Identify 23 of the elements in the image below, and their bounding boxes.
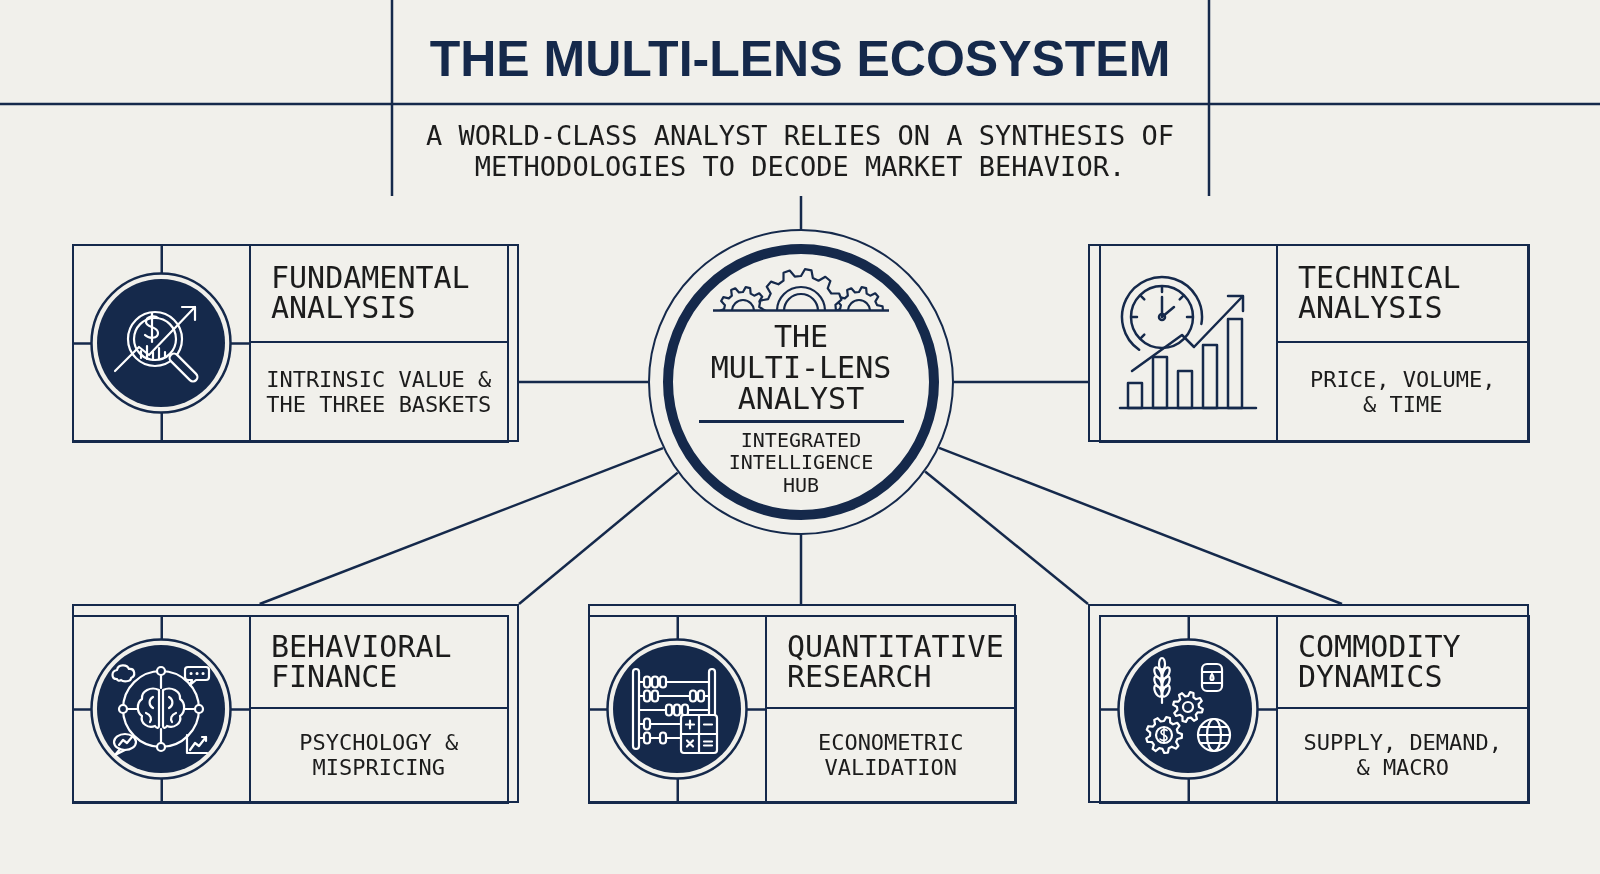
card-title: COMMODITY DYNAMICS <box>1298 631 1462 692</box>
card-description: INTRINSIC VALUE & THE THREE BASKETS <box>265 366 493 417</box>
connector-line <box>954 380 1088 384</box>
hub-subtitle: INTEGRATED INTELLIGENCE HUB <box>727 428 875 496</box>
hub-circle <box>648 229 954 535</box>
card-description: PRICE, VOLUME, & TIME <box>1309 366 1497 417</box>
card-description: SUPPLY, DEMAND, & MACRO <box>1302 730 1504 781</box>
subtitle: A WORLD-CLASS ANALYST RELIES ON A SYNTHESIS OF METHODOLOGIES TO DECODE MARKET BEHAVIOR. <box>425 120 1175 182</box>
diagram-title: THE MULTI-LENS ECOSYSTEM <box>429 31 1171 87</box>
connector-line <box>518 471 679 605</box>
connector-line <box>259 446 664 606</box>
card-title: BEHAVIORAL FINANCE <box>271 631 453 692</box>
connector-line <box>924 470 1089 605</box>
card-description: ECONOMETRIC VALIDATION <box>816 730 965 781</box>
hub-title: THE MULTI-LENS ANALYST <box>709 321 893 414</box>
card-title: FUNDAMENTAL ANALYSIS <box>271 263 471 324</box>
card-description: PSYCHOLOGY & MISPRICING <box>298 730 460 781</box>
connector-line <box>799 535 803 604</box>
connector-line <box>799 196 803 229</box>
connector-line <box>938 446 1343 606</box>
connector-line <box>519 380 648 384</box>
card-title: TECHNICAL ANALYSIS <box>1298 263 1462 324</box>
card-title: QUANTITATIVE RESEARCH <box>787 631 1005 692</box>
